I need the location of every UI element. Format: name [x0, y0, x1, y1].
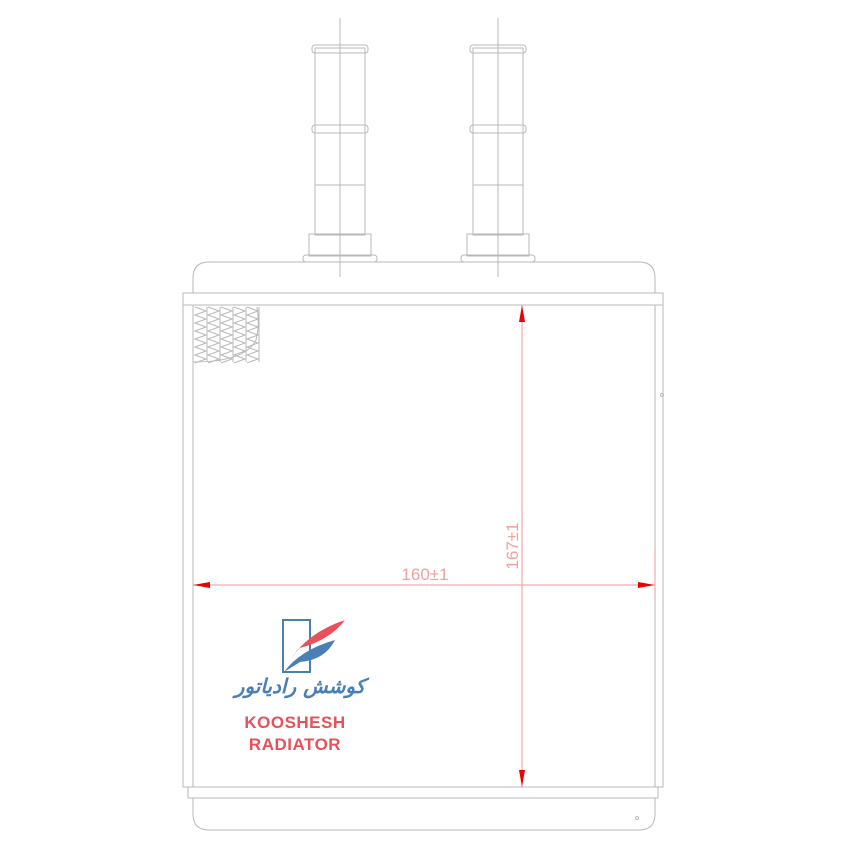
width-dimension: [193, 548, 656, 600]
right-side-plate: [654, 304, 664, 788]
outlet-pipe-right: [460, 18, 536, 277]
height-dimension-label: 167±1: [503, 522, 522, 569]
fin-column: [232, 306, 247, 364]
fin-column: [206, 306, 221, 364]
inlet-pipe-left: [302, 18, 378, 277]
top-tank: [192, 261, 656, 293]
logo-persian-text: کوشش رادیاتور: [234, 674, 366, 698]
fin-column: [193, 306, 208, 364]
logo-line2: RADIATOR: [248, 735, 342, 754]
bottom-tank: [192, 798, 656, 831]
height-dimension: [519, 305, 525, 787]
width-dimension-label: 160±1: [401, 565, 448, 584]
bottom-header-plate: [187, 786, 659, 799]
fin-detail: [193, 306, 260, 364]
fin-column: [219, 306, 234, 364]
logo-line1: KOOSHESH: [244, 713, 346, 732]
kooshesh-logo-icon: [282, 619, 345, 673]
top-header-plate: [182, 292, 664, 306]
fin-column: [245, 306, 260, 364]
